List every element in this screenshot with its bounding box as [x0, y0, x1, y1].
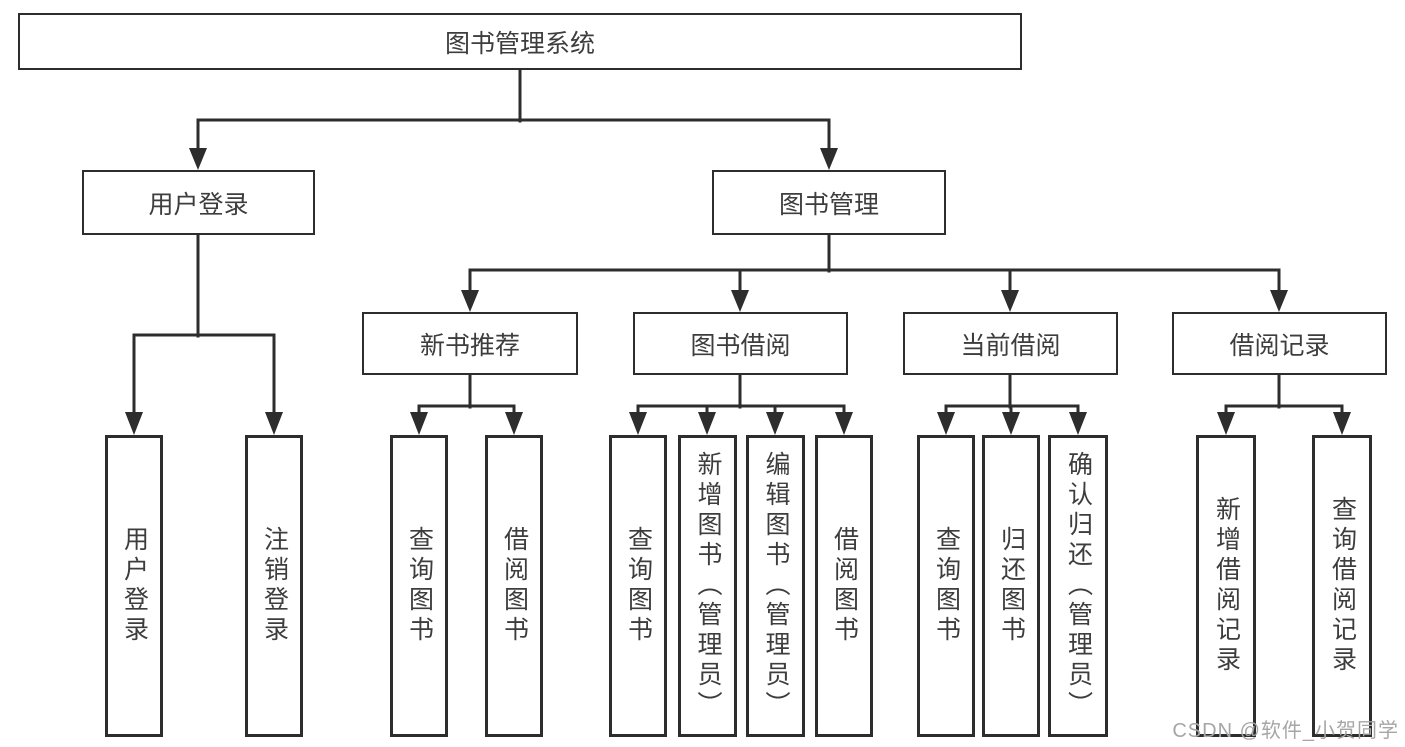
node-borrow-books: 借阅图书 [815, 435, 873, 737]
arrow-head [1217, 412, 1235, 435]
arrow-head [1333, 412, 1351, 435]
node-borrow-books-recommend: 借阅图书 [485, 435, 543, 737]
arrow-head [731, 290, 749, 312]
node-query-books-current: 查询图书 [917, 435, 975, 737]
arrow-head [698, 412, 716, 435]
connector-borrow-records-to-leaves [1217, 373, 1351, 435]
node-label: 借阅记录 [1229, 331, 1330, 360]
node-user-login-action: 用户登录 [105, 435, 163, 737]
node-label: 图书管理系统 [444, 29, 595, 58]
node-borrowing-records: 借阅记录 [1172, 312, 1387, 375]
connector-book-management-to-level3 [461, 233, 1288, 312]
node-confirm-return-admin: 确认归还（管理员） [1048, 435, 1108, 737]
connector-root-to-level2 [189, 68, 838, 170]
node-label: 查询借阅记录 [1328, 496, 1357, 676]
arrow-head [1002, 412, 1020, 435]
connector-current-borrow-to-leaves [937, 373, 1087, 435]
arrow-head [461, 290, 479, 312]
arrow-head [937, 412, 955, 435]
node-query-borrow-record: 查询借阅记录 [1312, 435, 1372, 737]
node-label: 用户登录 [148, 190, 249, 219]
node-query-books-borrow: 查询图书 [609, 435, 667, 737]
arrow-head [1001, 290, 1019, 312]
node-label: 借阅图书 [830, 526, 859, 646]
arrow-head [629, 412, 647, 435]
arrow-head [835, 412, 853, 435]
node-new-book-recommendation: 新书推荐 [362, 312, 578, 375]
node-label: 用户登录 [120, 526, 149, 646]
connector-user-login-to-leaves [125, 233, 283, 435]
node-label: 当前借阅 [960, 331, 1061, 360]
node-label: 查询图书 [405, 526, 434, 646]
node-book-borrowing: 图书借阅 [633, 312, 848, 375]
node-return-books: 归还图书 [982, 435, 1040, 737]
node-label: 注销登录 [260, 526, 289, 646]
node-label: 查询图书 [932, 526, 961, 646]
csdn-watermark: CSDN @软件_小贺同学 [1172, 720, 1399, 742]
node-label: 确认归还（管理员） [1064, 451, 1093, 721]
node-add-borrow-record: 新增借阅记录 [1196, 435, 1256, 737]
arrow-head [125, 412, 143, 435]
connector-book-borrow-to-leaves [629, 373, 853, 435]
arrow-head [410, 412, 428, 435]
node-label: 借阅图书 [500, 526, 529, 646]
node-label: 编辑图书（管理员） [762, 451, 790, 721]
arrow-head [1270, 290, 1288, 312]
connector-new-book-to-leaves [410, 373, 523, 435]
node-label: 查询图书 [624, 526, 653, 646]
node-book-management: 图书管理 [712, 170, 946, 235]
arrow-head [766, 412, 784, 435]
arrow-head [820, 148, 838, 170]
node-label: 图书管理 [778, 190, 879, 219]
node-logout: 注销登录 [245, 435, 303, 737]
arrow-head [189, 148, 207, 170]
node-label: 新增借阅记录 [1212, 496, 1241, 676]
arrow-head [1069, 412, 1087, 435]
node-label: 图书借阅 [690, 331, 791, 360]
node-label: 归还图书 [997, 526, 1026, 646]
arrow-head [265, 412, 283, 435]
node-query-books-recommend: 查询图书 [390, 435, 448, 737]
node-add-books-admin: 新增图书（管理员） [678, 435, 737, 737]
node-label: 新增图书（管理员） [694, 451, 722, 721]
node-current-borrowing: 当前借阅 [903, 312, 1118, 375]
node-user-login: 用户登录 [82, 170, 315, 235]
node-library-system: 图书管理系统 [18, 13, 1022, 70]
arrow-head [505, 412, 523, 435]
node-label: 新书推荐 [419, 331, 520, 360]
node-edit-books-admin: 编辑图书（管理员） [746, 435, 805, 737]
